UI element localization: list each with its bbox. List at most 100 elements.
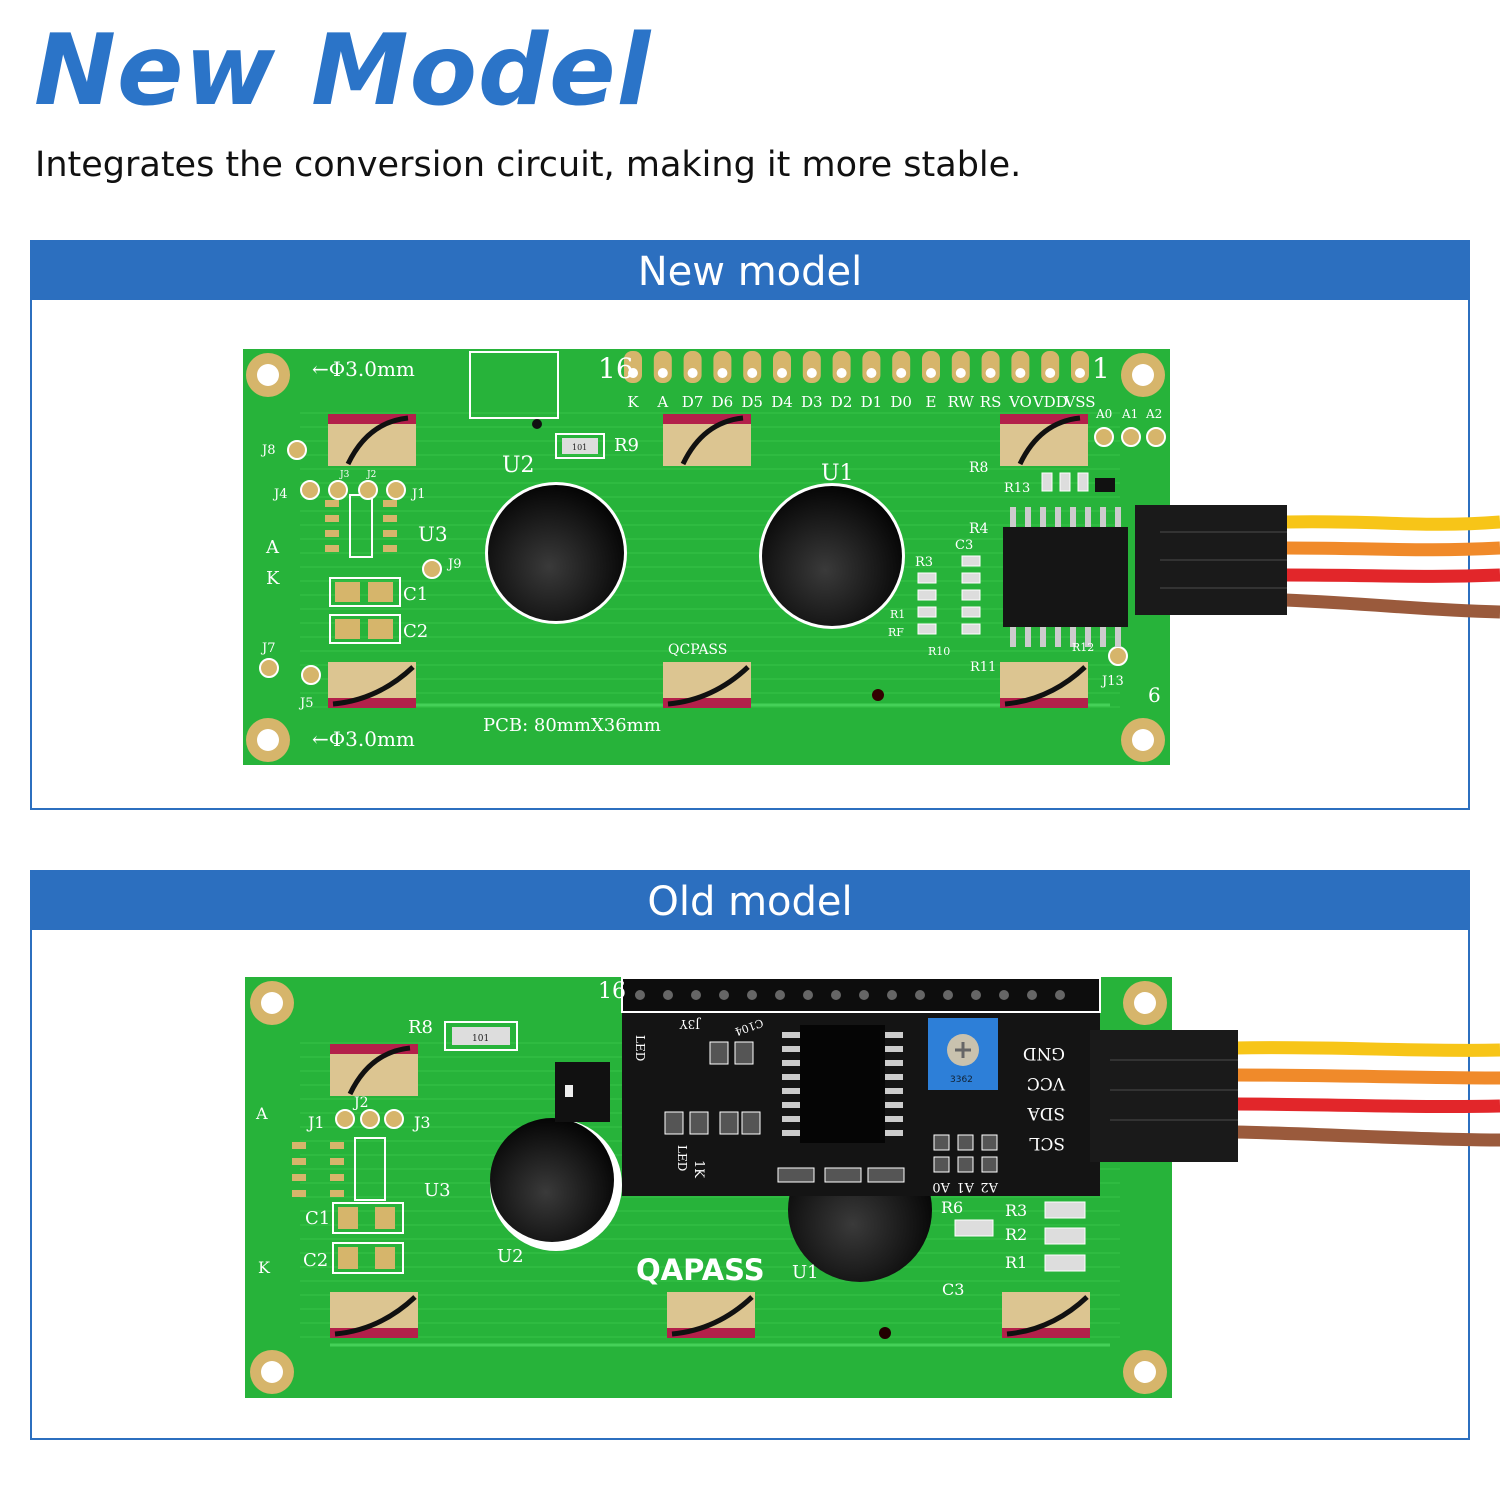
old-label-vcc: VCC	[1027, 1073, 1066, 1093]
old-label-r2: R2	[1005, 1225, 1027, 1244]
label-j4: J4	[272, 487, 287, 502]
header-pin	[887, 990, 897, 1000]
old-model-pcb: 101 3362 16 R8 J1 J2 J3 A K U3 C1 C2	[245, 977, 1500, 1398]
label-j3: J3	[339, 470, 350, 480]
old-model-header: Old model	[32, 872, 1468, 930]
label-c1: C1	[403, 584, 428, 605]
label-c3: C3	[955, 538, 973, 553]
label-j5: J5	[298, 696, 313, 711]
pin-label: VSS	[1063, 393, 1095, 411]
lcd-pin	[1041, 351, 1060, 383]
old-wires	[1234, 1041, 1500, 1147]
pin-label: D4	[771, 393, 793, 411]
header-pin	[663, 990, 673, 1000]
pin-label: K	[627, 393, 639, 411]
header-pin	[943, 990, 953, 1000]
header-pin	[691, 990, 701, 1000]
label-r12: R12	[1072, 641, 1094, 654]
header-pin	[1055, 990, 1065, 1000]
header-pin	[999, 990, 1009, 1000]
label-j7: J7	[260, 641, 275, 656]
old-label-a: A	[255, 1104, 268, 1123]
label-a: A	[265, 537, 280, 558]
old-label-j1: J1	[306, 1113, 325, 1132]
new-silk-labels: U2 U1 U3 R9 J8 J4 J3 J2 J1 J9 C1 C2 J7 J…	[260, 407, 1162, 736]
header-pin	[971, 990, 981, 1000]
old-label-r6: R6	[941, 1198, 963, 1217]
pin-label: E	[926, 393, 937, 411]
old-u2-chip-blob	[490, 1118, 614, 1242]
header-pin	[719, 990, 729, 1000]
header-pin	[915, 990, 925, 1000]
label-c2: C2	[403, 621, 428, 642]
label-r1: R1	[890, 608, 905, 621]
old-label-j3: J3	[412, 1113, 431, 1132]
lcd-pin	[653, 351, 672, 383]
label-qcpass: QCPASS	[668, 642, 727, 658]
lcd-pin	[981, 351, 1000, 383]
label-k: K	[266, 568, 280, 589]
hole-note-top: ←Φ3.0mm	[312, 357, 415, 381]
lcd-pin	[922, 351, 940, 383]
u2-chip-blob	[488, 485, 624, 621]
old-label-led: LED	[675, 1145, 689, 1171]
pin-1-label: 1	[1092, 352, 1110, 385]
page-subtitle: Integrates the conversion circuit, makin…	[35, 145, 1022, 185]
label-r8: R8	[969, 460, 988, 476]
old-label-u2: U2	[497, 1246, 524, 1267]
lcd-pin	[862, 351, 881, 383]
label-u3: U3	[418, 522, 448, 546]
header-pin	[831, 990, 841, 1000]
lcd-pin	[743, 351, 762, 383]
lcd-pin	[1071, 351, 1089, 383]
lcd-pin	[802, 351, 821, 383]
page-title: New Model	[34, 14, 652, 128]
header-pin	[1027, 990, 1037, 1000]
pin-label: D3	[801, 393, 823, 411]
label-j13: J13	[1100, 674, 1124, 689]
old-label-a1: A1	[956, 1179, 975, 1194]
pin-label: A	[656, 393, 668, 411]
backlight-pads	[328, 414, 1088, 708]
old-pin-16-label: 16	[598, 979, 626, 1004]
old-label-gnd: GND	[1023, 1043, 1065, 1063]
pin-label: D5	[741, 393, 763, 411]
header-pin	[775, 990, 785, 1000]
pin-label: D7	[682, 393, 704, 411]
pin-label: D1	[861, 393, 883, 411]
pin-label: VDD	[1032, 393, 1068, 411]
old-label-r1: R1	[1005, 1253, 1027, 1272]
label-r11: R11	[970, 660, 996, 675]
hole-note-bottom: ←Φ3.0mm	[312, 727, 415, 751]
label-r13: R13	[1004, 481, 1030, 496]
r9-resistor-code: 101	[572, 443, 587, 452]
old-label-sda: SDA	[1027, 1103, 1065, 1123]
u1-chip-blob	[762, 486, 902, 626]
old-label-led-top: LED	[633, 1035, 647, 1061]
old-label-u3: U3	[424, 1180, 451, 1201]
label-a1: A1	[1121, 407, 1138, 421]
label-j1: J1	[410, 487, 425, 502]
backlight-pad	[330, 1052, 418, 1096]
pin-label: VO	[1008, 393, 1032, 411]
lcd-pin	[951, 351, 970, 383]
label-u1: U1	[821, 461, 854, 486]
label-j9: J9	[446, 557, 461, 572]
new-model-header: New model	[32, 242, 1468, 300]
old-label-c1: C1	[305, 1208, 330, 1229]
pin-label: RS	[980, 393, 1002, 411]
old-label-1k: 1K	[691, 1160, 706, 1178]
label-6: 6	[1148, 683, 1161, 707]
lcd-pin	[683, 351, 702, 383]
pin-16-label: 16	[598, 352, 634, 385]
label-pcb-size: PCB: 80mmX36mm	[483, 715, 661, 736]
label-j2: J2	[366, 470, 376, 480]
old-label-a2: A2	[980, 1179, 999, 1194]
label-r9: R9	[614, 435, 639, 456]
new-wires	[1284, 515, 1500, 619]
label-r3: R3	[915, 555, 933, 570]
old-r8-code: 101	[472, 1034, 489, 1044]
backlight-pad	[1000, 422, 1088, 466]
pin-label: D2	[831, 393, 853, 411]
